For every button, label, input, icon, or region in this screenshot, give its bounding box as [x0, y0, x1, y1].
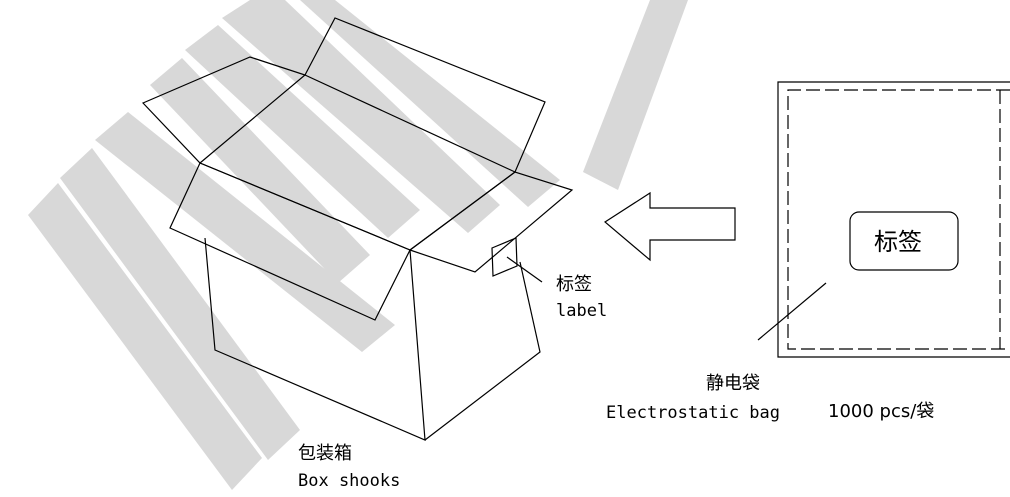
bag-tag-box — [849, 211, 959, 271]
arrow-left-icon — [603, 191, 736, 262]
bag-quantity: 1000 pcs/袋 — [828, 401, 935, 422]
box-label-leader — [506, 256, 543, 283]
bag-tag-text: 标签 — [874, 228, 922, 256]
watermark-new — [28, 0, 688, 490]
bag-leader — [757, 282, 827, 341]
box-label-en: label — [556, 301, 608, 321]
box-label-cn: 标签 — [556, 274, 592, 295]
box-shooks-en: Box shooks — [298, 471, 401, 491]
box-label-rect — [491, 237, 518, 277]
carton-box — [141, 17, 574, 441]
box-shooks-cn: 包装箱 — [298, 443, 352, 464]
bag-label-en: Electrostatic bag — [606, 403, 780, 423]
electrostatic-bag — [757, 81, 1010, 358]
bag-label-cn: 静电袋 — [706, 373, 760, 394]
